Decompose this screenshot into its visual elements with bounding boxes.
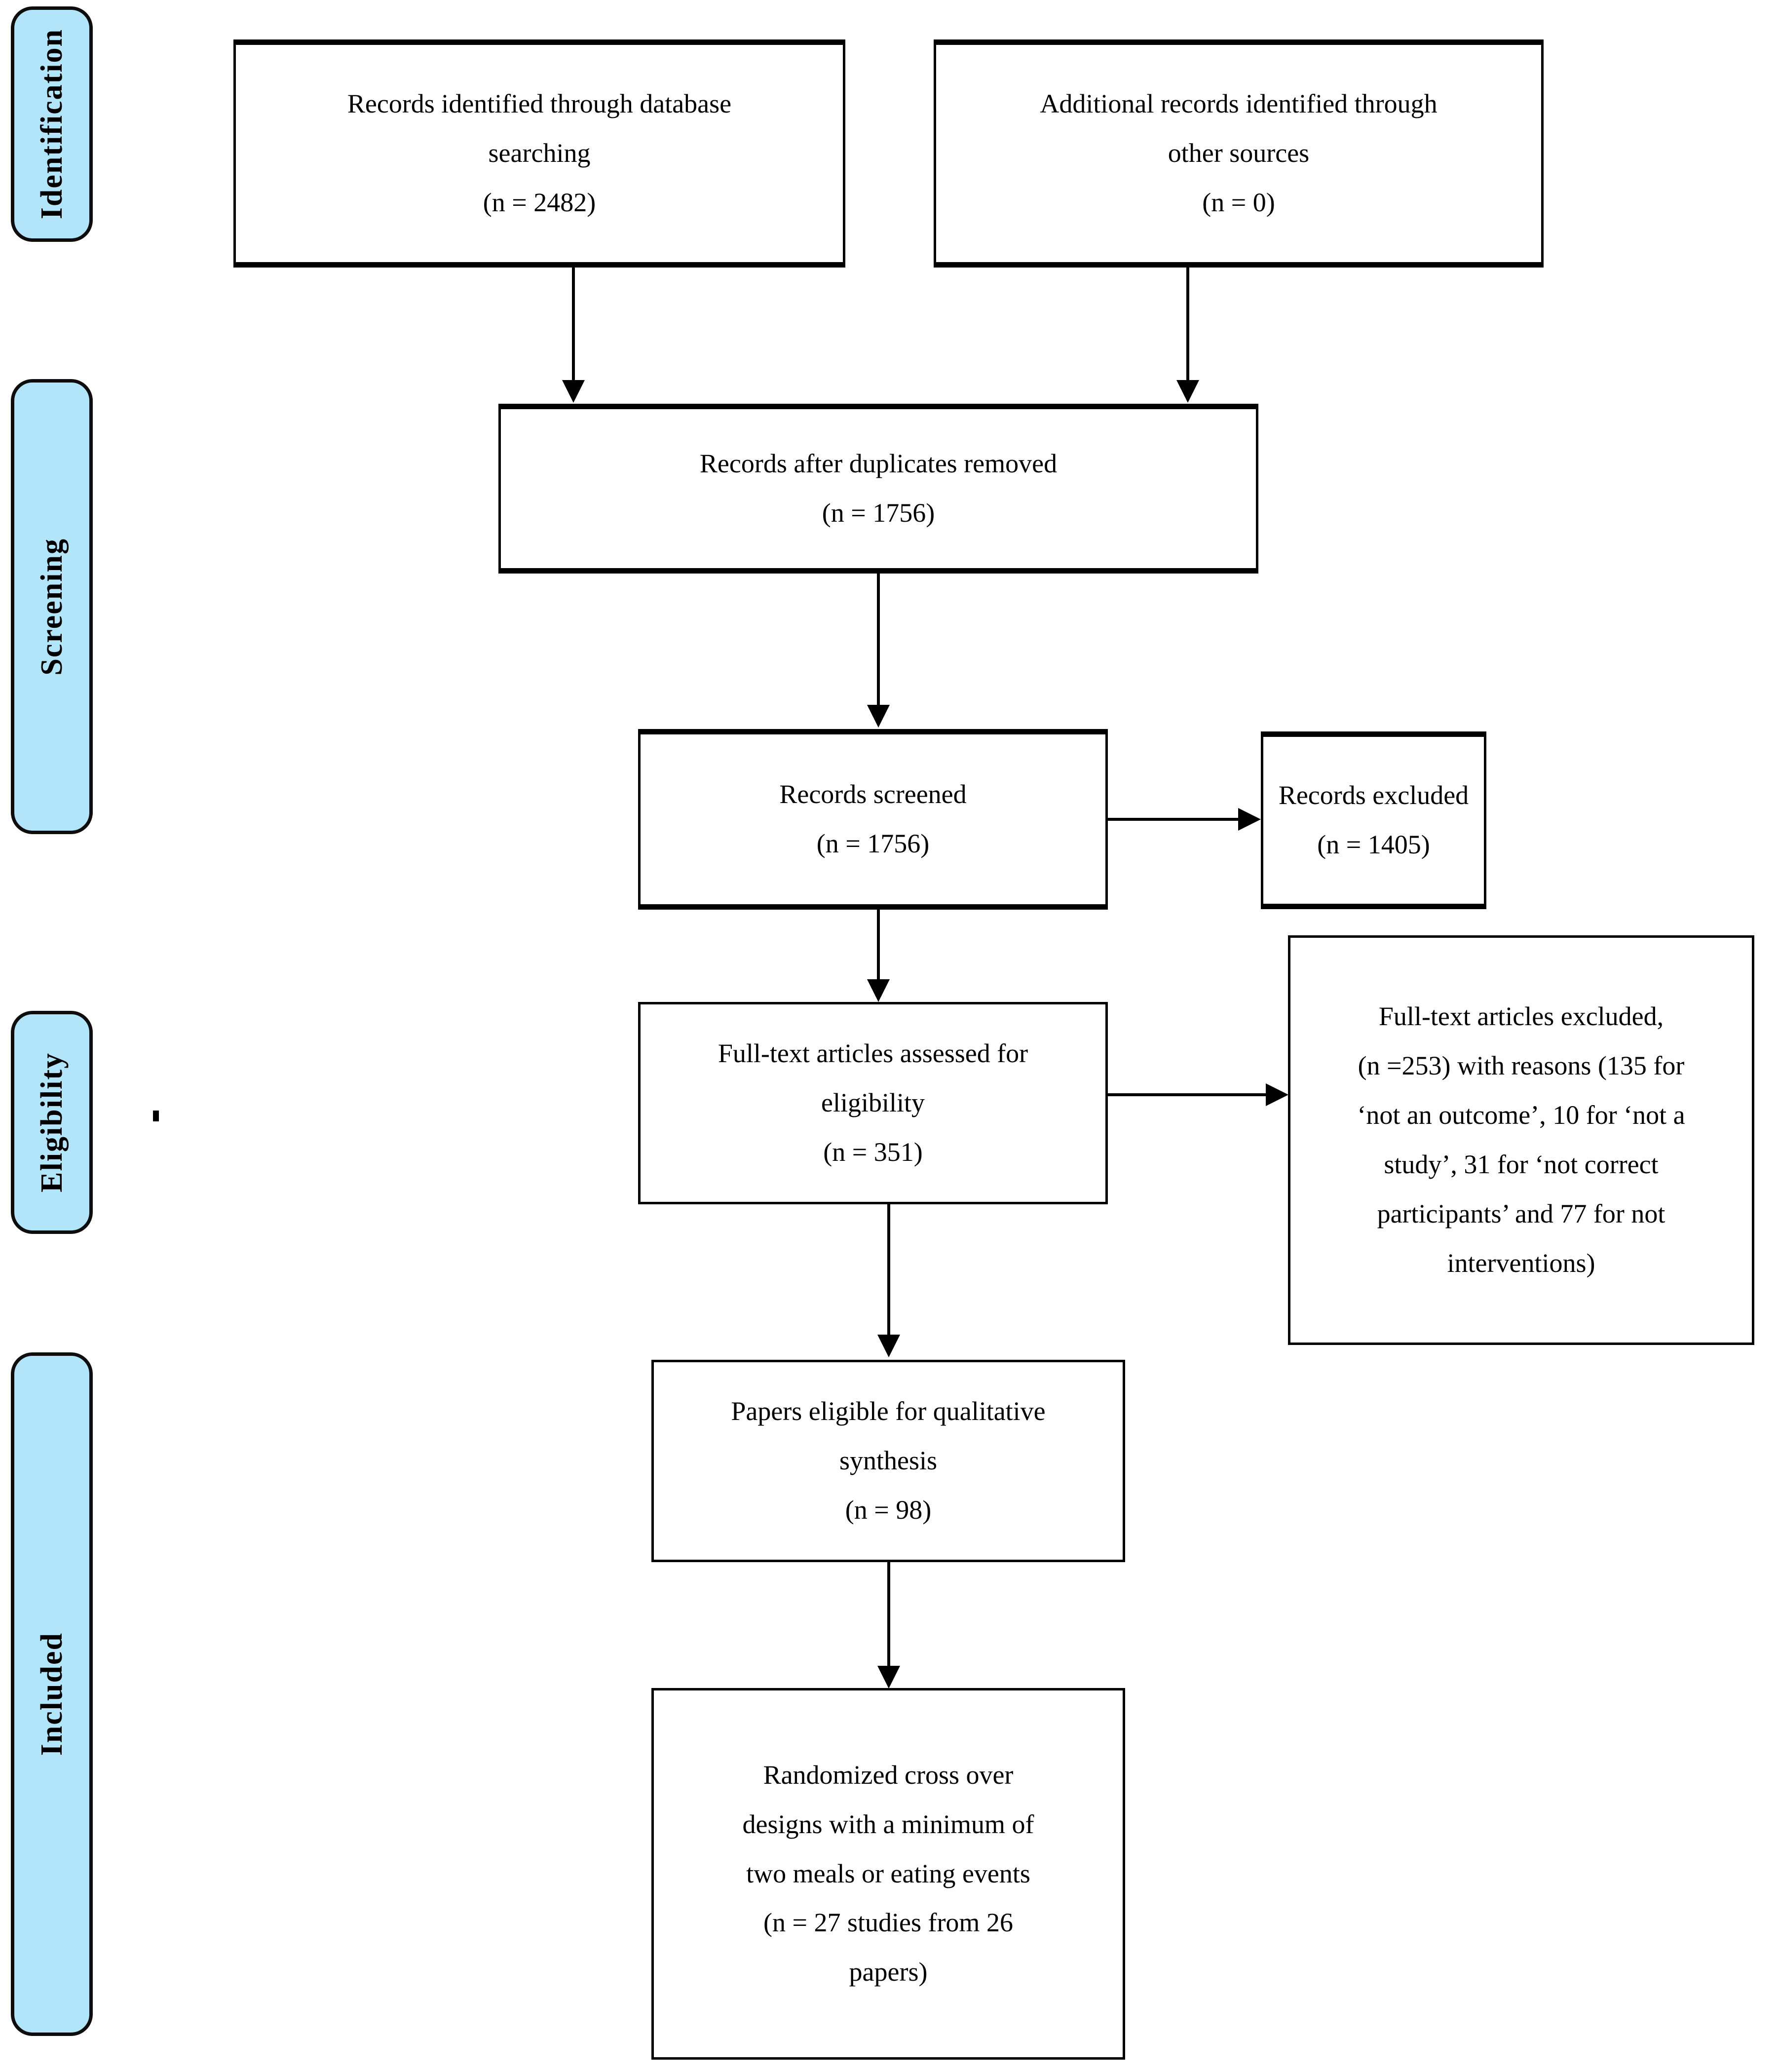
connector-screened-to-fulltext bbox=[877, 910, 880, 981]
box-fulltext-excluded-line4: study’, 31 for ‘not correct bbox=[1384, 1150, 1659, 1179]
connector-papers-to-final bbox=[887, 1562, 890, 1668]
box-records-identified: Records identified through database sear… bbox=[233, 39, 845, 268]
box-records-identified-line2: searching bbox=[488, 138, 591, 168]
box-fulltext-assessed-line2: eligibility bbox=[821, 1088, 925, 1118]
stage-tab-screening: Screening bbox=[11, 379, 93, 834]
connector-duplicates-to-screened bbox=[877, 574, 880, 707]
stage-tab-eligibility-label: Eligibility bbox=[35, 1052, 69, 1192]
box-final-included-line2: designs with a minimum of bbox=[742, 1809, 1034, 1839]
box-additional-records-line1: Additional records identified through bbox=[1040, 89, 1438, 119]
connector-additional-to-duplicates bbox=[1186, 268, 1189, 383]
stage-tab-included: Included bbox=[11, 1352, 93, 2036]
connector-identified-to-duplicates bbox=[572, 268, 575, 383]
box-additional-records: Additional records identified through ot… bbox=[934, 39, 1544, 268]
scan-artifact-speck bbox=[153, 1111, 159, 1121]
box-fulltext-assessed: Full-text articles assessed for eligibil… bbox=[638, 1002, 1108, 1204]
box-records-excluded: Records excluded (n = 1405) bbox=[1261, 731, 1486, 909]
box-fulltext-excluded: Full-text articles excluded, (n =253) wi… bbox=[1288, 935, 1754, 1345]
connector-fulltext-to-papers bbox=[887, 1204, 890, 1337]
box-records-screened: Records screened (n = 1756) bbox=[638, 729, 1108, 910]
box-papers-eligible-line3: (n = 98) bbox=[845, 1495, 932, 1525]
box-final-included-line5: papers) bbox=[849, 1957, 928, 1987]
box-records-excluded-line2: (n = 1405) bbox=[1317, 830, 1430, 859]
box-duplicates-removed-line2: (n = 1756) bbox=[822, 498, 935, 528]
arrowhead-additional-to-duplicates bbox=[1176, 380, 1199, 403]
stage-tab-eligibility: Eligibility bbox=[11, 1011, 93, 1234]
box-final-included-line1: Randomized cross over bbox=[763, 1760, 1014, 1790]
arrowhead-fulltext-to-papers bbox=[877, 1335, 900, 1357]
stage-tab-identification-label: Identification bbox=[35, 29, 69, 220]
box-final-included-line3: two meals or eating events bbox=[746, 1858, 1030, 1888]
box-records-screened-line2: (n = 1756) bbox=[816, 829, 930, 858]
box-additional-records-line3: (n = 0) bbox=[1202, 187, 1275, 217]
box-records-excluded-line1: Records excluded bbox=[1278, 780, 1469, 810]
box-records-identified-line1: Records identified through database bbox=[347, 89, 732, 119]
stage-tab-included-label: Included bbox=[35, 1632, 69, 1756]
arrowhead-screened-to-excluded bbox=[1238, 808, 1261, 831]
box-final-included-line4: (n = 27 studies from 26 bbox=[763, 1908, 1013, 1938]
box-fulltext-excluded-line3: ‘not an outcome’, 10 for ‘not a bbox=[1357, 1100, 1685, 1130]
box-additional-records-line2: other sources bbox=[1168, 138, 1310, 168]
box-fulltext-excluded-line6: interventions) bbox=[1447, 1248, 1595, 1278]
stage-tab-screening-label: Screening bbox=[35, 537, 69, 676]
arrowhead-fulltext-to-excluded bbox=[1266, 1083, 1288, 1106]
box-papers-eligible-line1: Papers eligible for qualitative bbox=[731, 1396, 1046, 1426]
arrowhead-duplicates-to-screened bbox=[867, 705, 890, 728]
box-fulltext-excluded-line2: (n =253) with reasons (135 for bbox=[1358, 1051, 1685, 1081]
box-fulltext-assessed-line3: (n = 351) bbox=[823, 1137, 923, 1167]
arrowhead-identified-to-duplicates bbox=[562, 380, 585, 403]
arrowhead-screened-to-fulltext bbox=[867, 979, 890, 1002]
box-papers-eligible-line2: synthesis bbox=[839, 1446, 938, 1476]
connector-screened-to-excluded bbox=[1108, 818, 1240, 821]
box-duplicates-removed: Records after duplicates removed (n = 17… bbox=[498, 404, 1258, 574]
box-records-identified-line3: (n = 2482) bbox=[483, 187, 596, 217]
box-fulltext-excluded-line5: participants’ and 77 for not bbox=[1377, 1198, 1665, 1228]
box-records-screened-line1: Records screened bbox=[779, 779, 967, 809]
box-fulltext-assessed-line1: Full-text articles assessed for bbox=[718, 1038, 1028, 1069]
arrowhead-papers-to-final bbox=[877, 1666, 900, 1688]
box-papers-eligible: Papers eligible for qualitative synthesi… bbox=[651, 1360, 1125, 1562]
connector-fulltext-to-excluded bbox=[1108, 1093, 1268, 1096]
box-fulltext-excluded-line1: Full-text articles excluded, bbox=[1378, 1001, 1664, 1032]
stage-tab-identification: Identification bbox=[11, 6, 93, 242]
box-duplicates-removed-line1: Records after duplicates removed bbox=[699, 449, 1058, 479]
box-final-included: Randomized cross over designs with a min… bbox=[651, 1688, 1125, 2060]
